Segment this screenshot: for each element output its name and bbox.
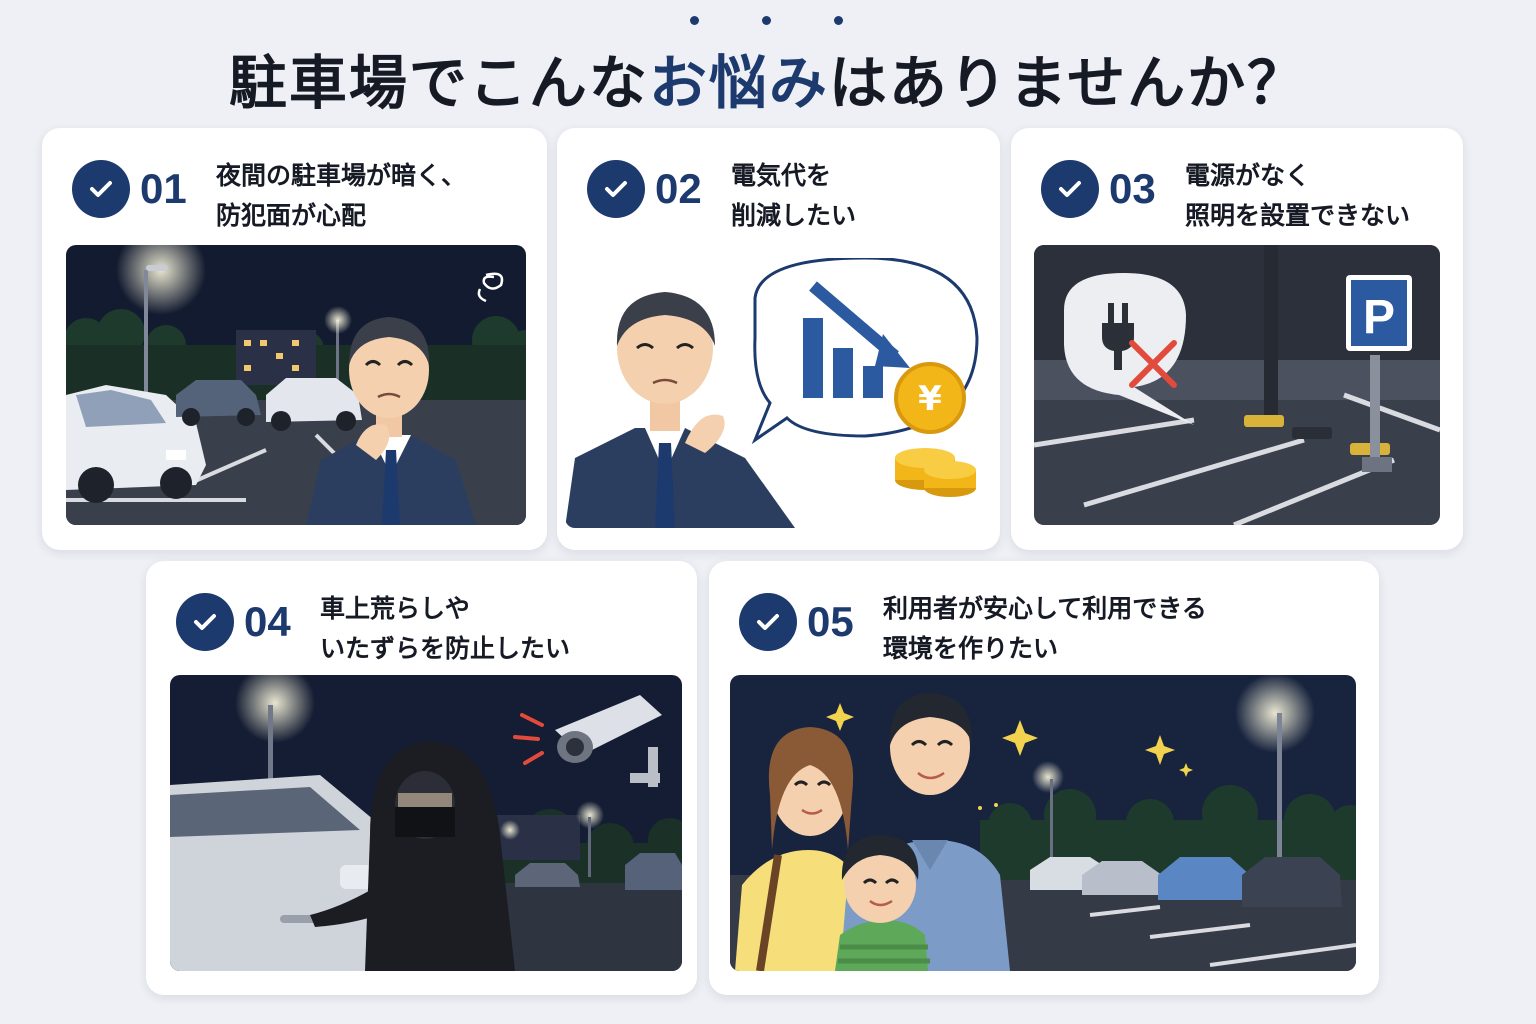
check-icon xyxy=(176,593,234,651)
dark-parking-lot-illustration xyxy=(66,245,526,525)
card-text-line1: 電源がなく xyxy=(1185,161,1311,190)
concern-card-04: 04 車上荒らしや いたずらを防止したい xyxy=(146,561,697,995)
card-text: 電源がなく 照明を設置できない xyxy=(1185,156,1410,236)
card-number: 02 xyxy=(655,165,702,212)
parking-letter: P xyxy=(1363,291,1395,344)
title-emphasis-dots xyxy=(690,16,850,28)
card-text: 電気代を 削減したい xyxy=(731,156,856,236)
card-header: 05 利用者が安心して利用できる 環境を作りたい xyxy=(739,589,1207,669)
card-header: 03 電源がなく 照明を設置できない xyxy=(1041,156,1410,236)
concern-card-01: 01 夜間の駐車場が暗く、 防犯面が心配 xyxy=(42,128,547,550)
card-text-line2: いたずらを防止したい xyxy=(320,634,571,663)
page-title: 駐車場でこんなお悩みはありませんか？ xyxy=(0,36,1536,120)
card-text-line2: 削減したい xyxy=(731,201,857,230)
card-number: 01 xyxy=(140,165,187,212)
card-header: 02 電気代を 削減したい xyxy=(587,156,856,236)
card-number: 05 xyxy=(807,598,854,645)
card-text: 利用者が安心して利用できる 環境を作りたい xyxy=(883,589,1207,669)
card-header: 01 夜間の駐車場が暗く、 防犯面が心配 xyxy=(72,156,466,236)
card-number: 04 xyxy=(244,598,291,645)
check-icon xyxy=(72,160,130,218)
card-text: 夜間の駐車場が暗く、 防犯面が心配 xyxy=(216,156,466,236)
security-camera-icon xyxy=(555,695,662,787)
vehicle-break-in-illustration xyxy=(170,675,682,971)
card-text-line2: 照明を設置できない xyxy=(1185,201,1411,230)
title-accent: お悩み xyxy=(648,49,829,117)
yen-coin-icon xyxy=(894,362,966,434)
concern-card-02: 02 電気代を 削減したい xyxy=(557,128,1000,550)
no-power-parking-illustration: P xyxy=(1034,245,1440,525)
title-before: 駐車場でこんな xyxy=(228,49,649,117)
electricity-cost-illustration: ¥ xyxy=(565,258,985,528)
card-text: 車上荒らしや いたずらを防止したい xyxy=(320,589,570,669)
concern-card-03: 03 電源がなく 照明を設置できない xyxy=(1011,128,1463,550)
check-icon xyxy=(587,160,645,218)
safe-family-parking-illustration xyxy=(730,675,1356,971)
card-number: 03 xyxy=(1109,165,1156,212)
card-text-line1: 電気代を xyxy=(731,161,832,190)
card-text-line1: 利用者が安心して利用できる xyxy=(883,594,1207,623)
check-icon xyxy=(1041,160,1099,218)
cross-icon xyxy=(1129,340,1177,388)
card-text-line1: 車上荒らしや xyxy=(320,594,470,623)
card-text-line2: 防犯面が心配 xyxy=(216,201,367,230)
card-text-line2: 環境を作りたい xyxy=(883,634,1059,663)
concern-card-05: 05 利用者が安心して利用できる 環境を作りたい xyxy=(709,561,1379,995)
card-header: 04 車上荒らしや いたずらを防止したい xyxy=(176,589,570,669)
title-after: はありませんか？ xyxy=(828,49,1308,117)
power-plug-icon xyxy=(1102,303,1134,370)
yen-symbol: ¥ xyxy=(918,379,942,419)
check-icon xyxy=(739,593,797,651)
card-text-line1: 夜間の駐車場が暗く、 xyxy=(216,161,467,190)
